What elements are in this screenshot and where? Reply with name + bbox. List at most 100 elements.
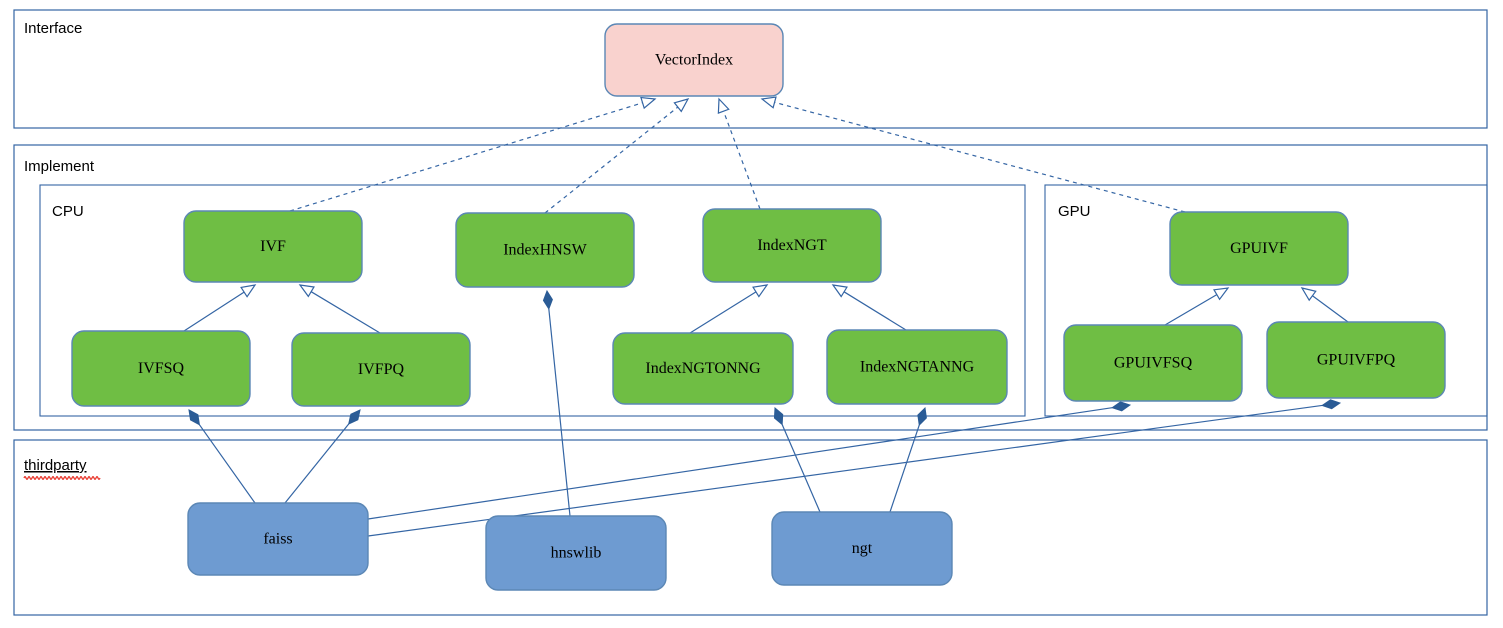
- node-label-ivfpq: IVFPQ: [358, 361, 405, 378]
- node-vectorindex[interactable]: VectorIndex: [604, 23, 784, 97]
- edge-path-ivf-realizes-vectorindex: [289, 102, 643, 212]
- edge-gpuivfsq-extends-gpuivf: [1164, 287, 1230, 326]
- edge-gpuivfpq-extends-gpuivf: [1300, 287, 1349, 323]
- subgroup-box-cpu: [39, 184, 1026, 417]
- subgroup-label-gpu: GPU: [1058, 203, 1091, 220]
- node-label-indexngt: IndexNGT: [757, 237, 827, 254]
- arrowhead-hollow-ivfpq-extends-ivf: [298, 284, 315, 298]
- edge-path-indexngtonng-extends-indexngt: [689, 291, 757, 334]
- edge-hnswlib-composes-indexhnsw: [542, 289, 571, 517]
- edge-path-ngt-composes-indexngtanng: [889, 424, 920, 513]
- node-box-gpuivfpq[interactable]: [1266, 321, 1446, 399]
- edge-faiss-composes-ivfsq: [188, 409, 256, 504]
- edge-path-faiss-composes-ivfsq: [198, 424, 256, 504]
- edge-path-gpuivfpq-extends-gpuivf: [1312, 295, 1349, 323]
- edge-faiss-composes-gpuivfsq: [367, 401, 1132, 520]
- node-label-vectorindex: VectorIndex: [655, 52, 733, 69]
- group-label-implement: Implement: [24, 158, 95, 175]
- node-label-gpuivf: GPUIVF: [1230, 240, 1288, 257]
- edge-path-gpuivfsq-extends-gpuivf: [1164, 294, 1218, 326]
- node-box-indexngt[interactable]: [702, 208, 882, 283]
- node-label-indexngtonng: IndexNGTONNG: [645, 360, 761, 377]
- arrowhead-hollow-ivf-realizes-vectorindex: [640, 96, 657, 110]
- node-box-hnswlib[interactable]: [485, 515, 667, 591]
- subgroup-box-gpu: [1044, 184, 1488, 417]
- edge-ivf-realizes-vectorindex: [289, 96, 657, 212]
- node-box-vectorindex[interactable]: [604, 23, 784, 97]
- group-label-interface: Interface: [24, 20, 82, 37]
- edge-path-indexngtanng-extends-indexngt: [843, 291, 907, 331]
- node-faiss[interactable]: faiss: [187, 502, 369, 576]
- edge-indexngt-realizes-vectorindex: [717, 97, 761, 210]
- node-label-hnswlib: hnswlib: [551, 545, 602, 562]
- edge-faiss-composes-ivfpq: [284, 409, 361, 504]
- node-box-indexngtonng[interactable]: [612, 332, 794, 405]
- edge-gpuivf-realizes-vectorindex: [760, 96, 1186, 213]
- node-box-ngt[interactable]: [771, 511, 953, 586]
- arrowhead-hollow-indexngtonng-extends-indexngt: [752, 284, 769, 298]
- edge-ivfsq-extends-ivf: [183, 284, 257, 332]
- arrowhead-hollow-indexngtanng-extends-indexngt: [831, 284, 848, 298]
- node-box-indexhnsw[interactable]: [455, 212, 635, 288]
- arrowhead-hollow-gpuivfpq-extends-gpuivf: [1300, 287, 1317, 302]
- diamond-faiss-composes-gpuivfpq: [1321, 399, 1342, 410]
- edge-indexngtonng-extends-indexngt: [689, 284, 769, 334]
- node-label-gpuivfsq: GPUIVFSQ: [1114, 355, 1193, 372]
- node-box-faiss[interactable]: [187, 502, 369, 576]
- edge-path-ivfpq-extends-ivf: [310, 291, 381, 334]
- subgroup-label-cpu: CPU: [52, 203, 84, 220]
- edge-indexhnsw-realizes-vectorindex: [544, 98, 690, 214]
- arrowhead-hollow-ivfsq-extends-ivf: [240, 284, 257, 298]
- arrowhead-hollow-gpuivfsq-extends-gpuivf: [1213, 287, 1230, 301]
- edge-path-ivfsq-extends-ivf: [183, 291, 245, 332]
- subgroup-cpu: CPU: [39, 184, 1026, 417]
- arrowhead-hollow-gpuivf-realizes-vectorindex: [760, 96, 777, 109]
- edge-ivfpq-extends-ivf: [298, 284, 381, 334]
- node-indexngt[interactable]: IndexNGT: [702, 208, 882, 283]
- node-indexhnsw[interactable]: IndexHNSW: [455, 212, 635, 288]
- diamond-faiss-composes-gpuivfsq: [1111, 401, 1132, 412]
- node-box-gpuivf[interactable]: [1169, 211, 1349, 286]
- diamond-faiss-composes-ivfsq: [188, 409, 201, 426]
- node-label-ivfsq: IVFSQ: [138, 360, 185, 377]
- node-ivfsq[interactable]: IVFSQ: [71, 330, 251, 407]
- node-label-indexhnsw: IndexHNSW: [503, 242, 587, 259]
- diamond-ngt-composes-indexngtonng: [773, 406, 784, 426]
- node-box-indexngtanng[interactable]: [826, 329, 1008, 405]
- diamond-hnswlib-composes-indexhnsw: [542, 289, 553, 311]
- node-box-ivfsq[interactable]: [71, 330, 251, 407]
- node-label-ivf: IVF: [260, 238, 286, 255]
- node-indexngtanng[interactable]: IndexNGTANNG: [826, 329, 1008, 405]
- node-label-indexngtanng: IndexNGTANNG: [860, 359, 975, 376]
- node-box-gpuivfsq[interactable]: [1063, 324, 1243, 402]
- node-gpuivfsq[interactable]: GPUIVFSQ: [1063, 324, 1243, 402]
- edge-ngt-composes-indexngtonng: [773, 406, 821, 513]
- node-ivfpq[interactable]: IVFPQ: [291, 332, 471, 407]
- edge-indexngtanng-extends-indexngt: [831, 284, 907, 331]
- diamond-ngt-composes-indexngtanng: [917, 406, 927, 427]
- node-hnswlib[interactable]: hnswlib: [485, 515, 667, 591]
- edge-path-faiss-composes-gpuivfsq: [367, 407, 1113, 520]
- node-gpuivfpq[interactable]: GPUIVFPQ: [1266, 321, 1446, 399]
- arrowhead-hollow-indexngt-realizes-vectorindex: [717, 97, 730, 114]
- node-label-faiss: faiss: [263, 531, 292, 548]
- node-box-ivf[interactable]: [183, 210, 363, 283]
- edge-path-faiss-composes-gpuivfpq: [367, 404, 1323, 537]
- diamond-faiss-composes-ivfpq: [347, 409, 361, 425]
- edge-path-gpuivf-realizes-vectorindex: [774, 101, 1186, 213]
- node-box-ivfpq[interactable]: [291, 332, 471, 407]
- group-label-thirdparty: thirdparty: [24, 457, 87, 474]
- spellcheck-squiggle-thirdparty: [23, 476, 101, 480]
- node-ivf[interactable]: IVF: [183, 210, 363, 283]
- edge-path-faiss-composes-ivfpq: [284, 423, 350, 504]
- node-gpuivf[interactable]: GPUIVF: [1169, 211, 1349, 286]
- node-indexngtonng[interactable]: IndexNGTONNG: [612, 332, 794, 405]
- node-label-ngt: ngt: [852, 540, 873, 557]
- node-label-gpuivfpq: GPUIVFPQ: [1317, 352, 1396, 369]
- subgroup-gpu: GPU: [1044, 184, 1488, 417]
- node-ngt[interactable]: ngt: [771, 511, 953, 586]
- edge-path-hnswlib-composes-indexhnsw: [548, 308, 571, 517]
